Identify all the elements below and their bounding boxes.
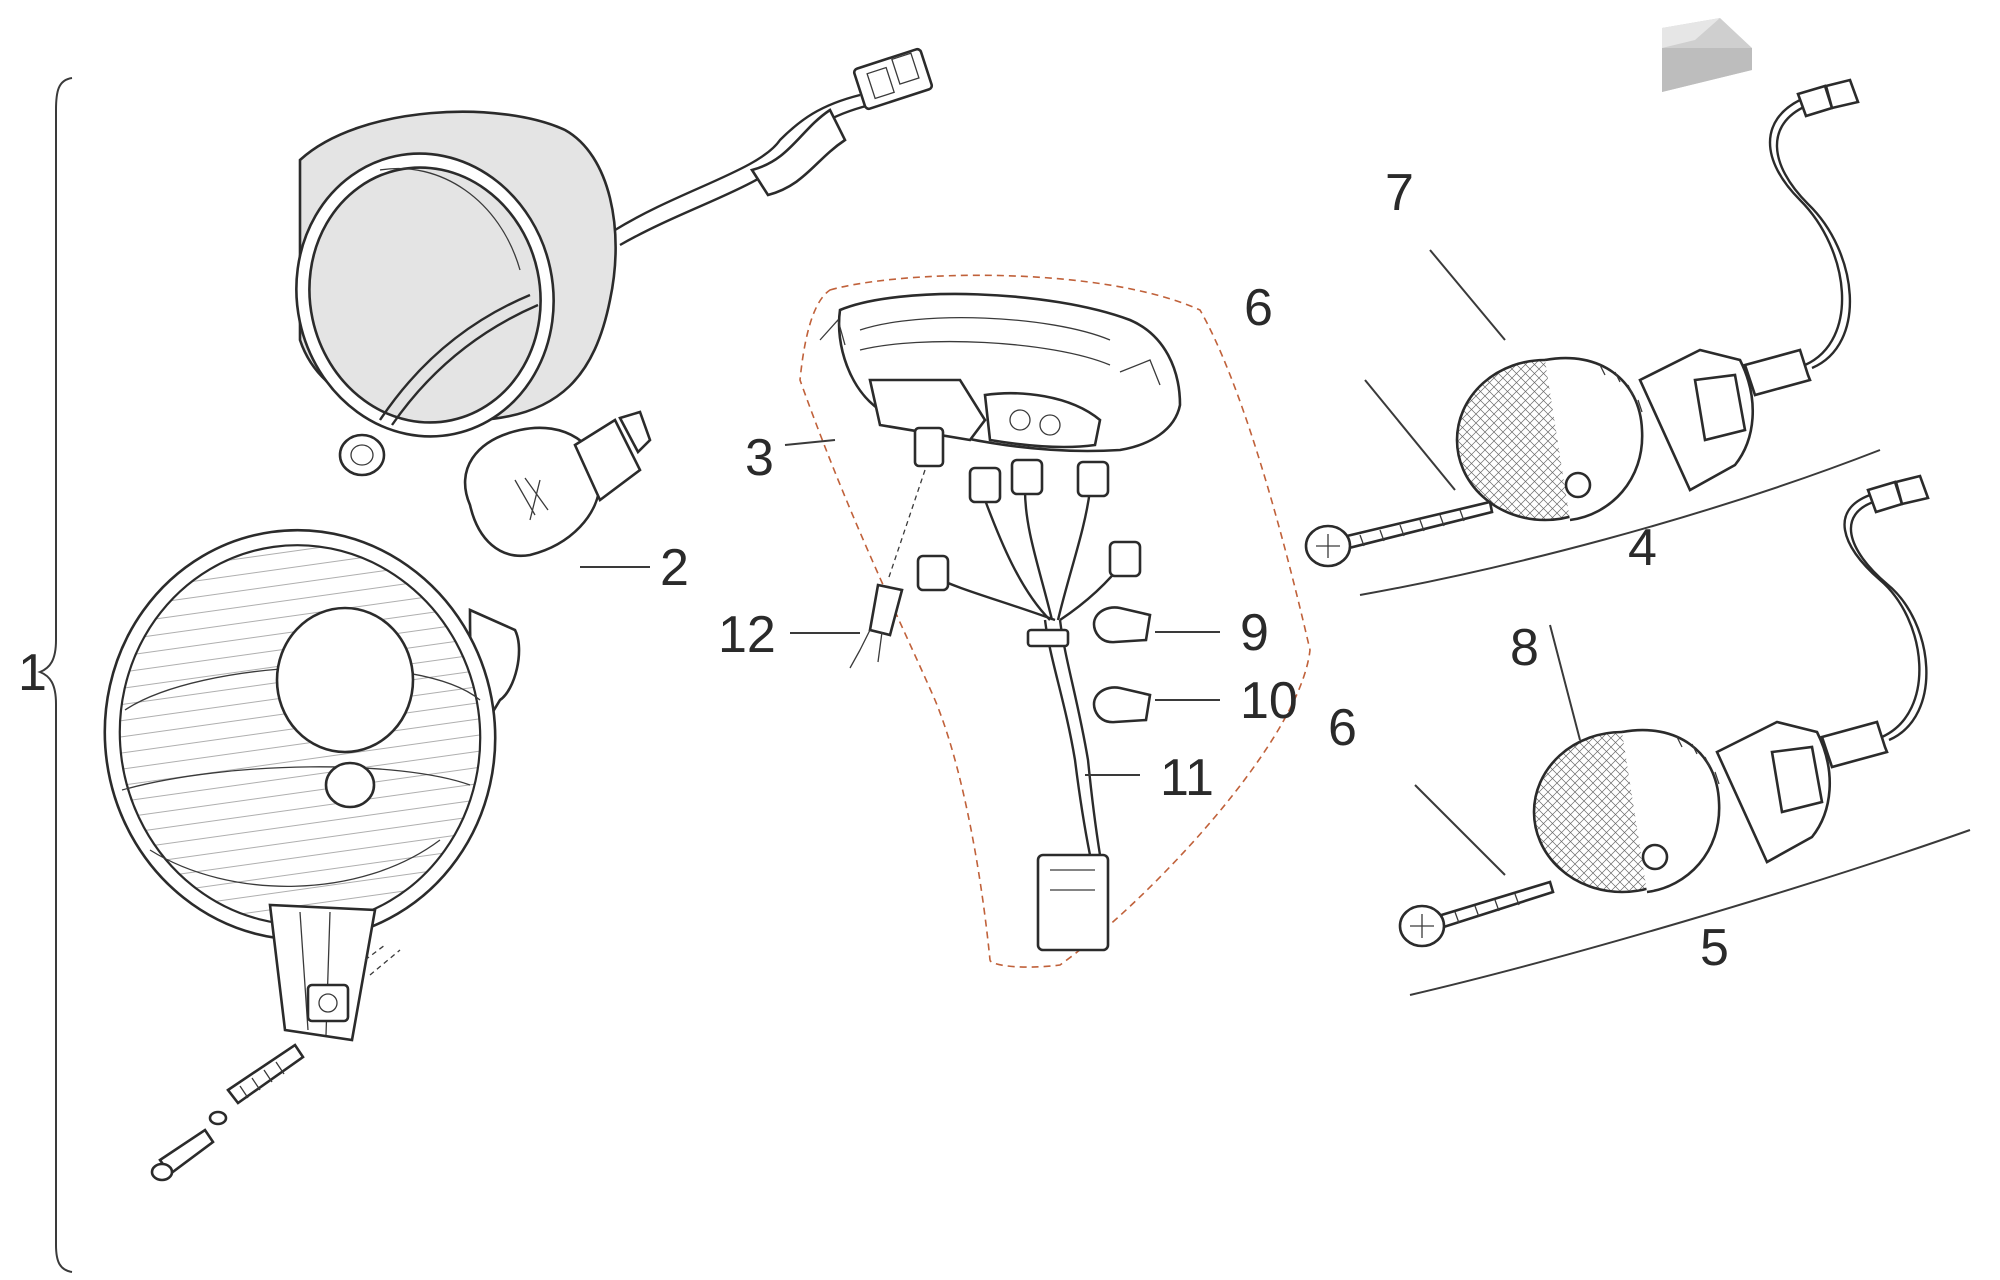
callout-12: 12 <box>718 606 776 664</box>
turn-signal-lower <box>1532 474 1930 894</box>
callout-5: 5 <box>1700 919 1729 977</box>
group-baselines <box>1359 449 1971 996</box>
assembly-bracket <box>37 77 73 1273</box>
adjust-screw-and-spring <box>150 1043 305 1182</box>
indicator-bulbs <box>1092 606 1152 724</box>
screws <box>1304 500 1555 948</box>
socket <box>916 458 1142 592</box>
callout-6-upper: 6 <box>1244 279 1273 337</box>
instrument-cluster <box>819 292 1182 468</box>
callout-7: 7 <box>1385 164 1414 222</box>
leader-lines <box>580 249 1581 876</box>
headlight-bulb <box>463 410 652 558</box>
callout-3: 3 <box>745 429 774 487</box>
headlight-housing <box>295 47 934 477</box>
callout-8: 8 <box>1510 619 1539 677</box>
callout-1: 1 <box>18 644 47 702</box>
callout-2: 2 <box>660 539 689 597</box>
callout-6-lower: 6 <box>1328 699 1357 757</box>
callout-9: 9 <box>1240 604 1269 662</box>
callout-10: 10 <box>1240 672 1298 730</box>
callout-4: 4 <box>1628 519 1657 577</box>
callout-11: 11 <box>1160 749 1214 807</box>
direction-arrow-icon <box>1662 18 1752 92</box>
instrument-group-outline <box>799 274 1311 968</box>
turn-signal-upper <box>1455 78 1860 522</box>
callout-labels: 1 2 3 4 5 6 6 7 8 9 10 11 12 <box>18 164 1729 977</box>
headlight-front-lens <box>103 528 521 1042</box>
wiring-harness <box>916 458 1142 952</box>
speed-sensor <box>849 469 926 669</box>
